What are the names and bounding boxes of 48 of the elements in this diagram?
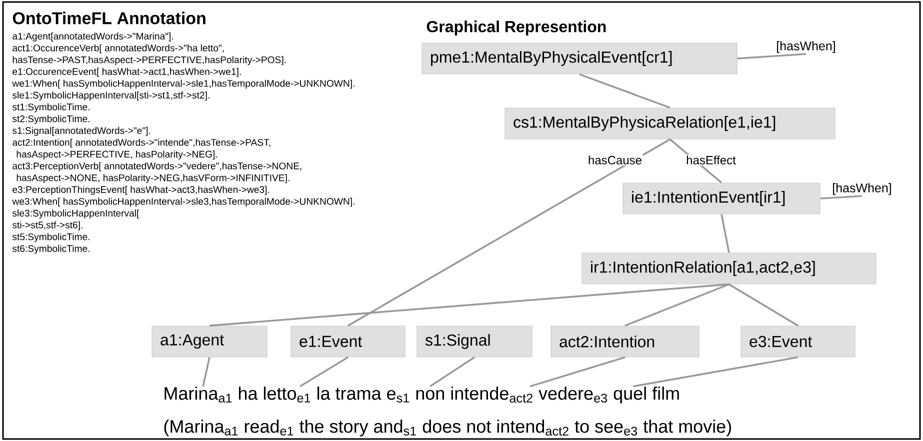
annotation-line: act3:PerceptionVerb[ annotatedWords->"vedere",hasTense->NONE, [12,162,302,172]
connector-line [209,283,730,327]
annotation-line: hasAspect->PERFECTIVE, hasPolarity->NEG]. [16,150,217,160]
annotation-line: sle3:SymbolicHappenInterval[ [12,210,140,218]
connector-line [820,195,862,200]
connector-line [737,53,806,60]
class-box: ie1:IntentionEvent[ir1] [622,182,820,214]
connector-line [728,284,798,326]
class-box: a1:Agent [152,326,268,358]
connector-line [720,214,730,253]
leader-line [530,356,626,388]
edge-label: hasEffect [685,154,737,166]
edge-label: hasCause [587,154,644,166]
annotation-line: st5:SymbolicTime. [12,233,90,242]
annotation-line: act1:OccurenceVerb[ annotatedWords->"ha letto", [12,44,224,54]
class-box: ir1:IntentionRelation[a1,act2,e3] [582,252,876,284]
annotation-line: hasAspect->NONE, hasPolarity->NEG,hasVForm->INFINITIVE]. [16,174,290,184]
annotation-line: s1:Signal[annotatedWords->"e"]. [12,126,150,136]
annotation-line: sti->st5,stf->st6]. [12,221,82,230]
class-box: act2:Intention [550,326,700,358]
annotation-line: we1:When[ hasSymbolicHappenInterval->sle1,hasTemporalMode->UNKNOWN]. [12,80,354,89]
annotation-line: hasTense->PAST,hasAspect->PERFECTIVE,hasPolarity->POS]. [12,56,286,66]
leader-line [300,356,348,388]
annotation-line: we3:When[ hasSymbolicHappenInterval->sle3,hasTemporalMode->UNKNOWN]. [12,198,354,207]
connector-line [579,73,670,109]
heading: OntoTimeFL Annotation [12,12,206,24]
leader-line [430,356,475,388]
annotation-line: act2:Intention[ annotatedWords->"intende",hasTense->PAST, [12,138,270,148]
annotation-line: st2:SymbolicTime. [12,115,90,124]
class-box: e1:Event [290,326,406,358]
annotation-line: st1:SymbolicTime. [12,103,90,112]
leader-line [632,356,798,388]
sentence: Marina$_{a1}$ ha letto$_{e1}$ la trama e$_{s1}$ non intende$_{act2}$ vedere$_{e3}$ quel film [164,386,679,404]
property-label: [hasWhen] [833,183,891,195]
annotation-line: a1:Agent[annotatedWords->"Marina"]. [12,32,173,42]
annotation-line: e3:PerceptionThingsEvent[ hasWhat->act3,hasWhen->we3]. [12,186,270,195]
annotation-line: sle1:SymbolicHappenInterval[sti->st1,stf->st2]. [12,92,210,100]
connector-line [348,138,670,326]
sentence: (Marina$_{a1}$ read$_{e1}$ the story and$_{s1}$ does not intend$_{act2}$ to see$_{e3}$ that movie) [164,420,731,436]
class-box: pme1:MentalByPhysicalEvent[cr1] [422,42,738,74]
leader-line [202,357,210,387]
class-box: s1:Signal [416,326,532,358]
class-box: e3:Event [740,326,856,358]
connector-line [624,283,730,327]
property-label: [hasWhen] [777,41,835,53]
annotation-line: e1:OccurenceEvent[ hasWhat->act1,hasWhen->we1]. [12,68,241,77]
class-box: cs1:MentalByPhysicaRelation[e1,ie1] [504,108,836,140]
annotation-line: st6:SymbolicTime. [12,244,90,254]
